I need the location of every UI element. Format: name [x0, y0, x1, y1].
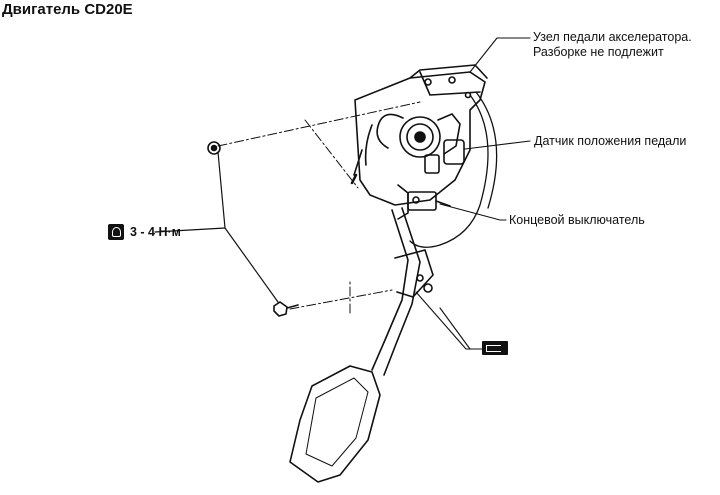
- limit-switch: [397, 184, 451, 220]
- callout-pedal-assembly-line2: Разборке не подлежит: [533, 45, 664, 59]
- callout-pedal-assembly-line1: Узел педали акселератора.: [533, 30, 692, 44]
- wiring-harness: [409, 91, 498, 248]
- callout-limit-switch: Концевой выключатель: [509, 213, 645, 227]
- torque-leader: [154, 151, 279, 303]
- pedal-arm: [371, 207, 434, 376]
- callout-pedal-assembly: Узел педали акселератора. Разборке не по…: [533, 30, 692, 60]
- bolt-lower: [273, 301, 299, 317]
- torque-value: 3 - 4 Н·м: [130, 225, 181, 239]
- torque-spec: 3 - 4 Н·м: [108, 224, 181, 240]
- leader-lines: [415, 37, 531, 350]
- position-sensor: [376, 113, 465, 174]
- assembly-lines: [217, 101, 421, 314]
- pedal-pad: [289, 365, 381, 483]
- bolt-upper: [207, 141, 221, 155]
- torque-wrench-icon: [108, 224, 124, 240]
- page-title: Двигатель CD20E: [2, 1, 133, 18]
- callout-position-sensor: Датчик положения педали: [534, 134, 687, 148]
- grease-symbol-icon: [482, 341, 508, 355]
